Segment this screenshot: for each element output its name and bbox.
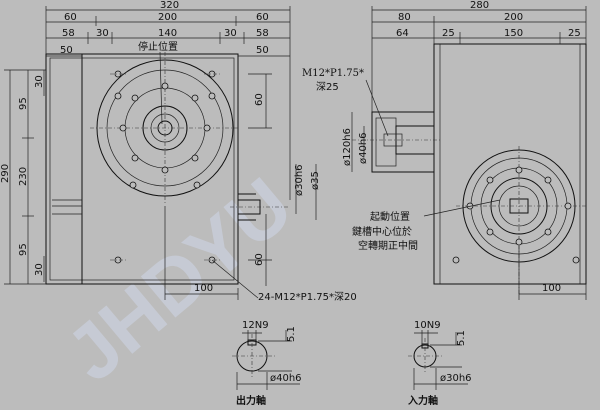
front-dim-290: 290	[0, 164, 11, 183]
side-dim-80: 80	[398, 12, 411, 23]
side-dim-150: 150	[504, 28, 523, 39]
front-dim-50a: 50	[60, 45, 73, 56]
front-view: 停止位置 320 60 200 60 58 30 140 30 58 50 50	[0, 0, 357, 303]
input-shaft-detail: 10N9 5.1 ø30h6 入力軸	[408, 320, 472, 407]
front-dim-95b: 95	[18, 243, 29, 256]
output-shaft-label: 出力軸	[236, 394, 266, 407]
side-thread-note-2: 深25	[316, 81, 339, 93]
front-dim-58b: 58	[256, 28, 269, 39]
front-dim-320: 320	[160, 0, 179, 11]
front-dim-30-bottom: 30	[34, 263, 45, 276]
front-dim-140: 140	[158, 28, 177, 39]
side-view: 280 80 200 64 25 150 25 M12*P1.75* 深25 ø…	[302, 0, 587, 300]
front-dim-58a: 58	[62, 28, 75, 39]
front-dim-60b: 60	[256, 12, 269, 23]
input-key-dim: 10N9	[414, 320, 441, 331]
side-dim-200: 200	[504, 12, 523, 23]
front-dim-30b: 30	[224, 28, 237, 39]
front-shaft-dim-30h6: ø30h6	[294, 164, 305, 196]
front-body-outline	[45, 53, 239, 285]
side-dim-280: 280	[470, 0, 489, 11]
side-start-note-3: 空轉期正中間	[358, 239, 418, 252]
output-key-dim: 12N9	[242, 320, 269, 331]
front-dim-50b: 50	[256, 45, 269, 56]
front-dim-30-top: 30	[34, 75, 45, 88]
front-dim-95a: 95	[18, 97, 29, 110]
front-shaft-dim-35: ø35	[310, 171, 321, 190]
side-dim-64: 64	[396, 28, 409, 39]
input-dia-dim: ø30h6	[440, 373, 472, 384]
side-start-note-1: 起動位置	[370, 210, 410, 223]
stop-position-label: 停止位置	[138, 40, 178, 53]
side-body-outline	[433, 43, 587, 285]
side-thread-note-1: M12*P1.75*	[302, 68, 364, 79]
front-dim-200: 200	[158, 12, 177, 23]
side-dim-25a: 25	[442, 28, 455, 39]
front-dim-60-lower: 60	[254, 253, 265, 266]
front-dim-230: 230	[18, 167, 29, 186]
front-bolt-note: 24-M12*P1.75*深20	[258, 291, 357, 303]
side-start-note-2: 鍵槽中心位於	[352, 225, 412, 238]
output-depth-dim: 5.1	[286, 326, 297, 342]
front-dim-60a: 60	[64, 12, 77, 23]
watermark: JHDYU	[49, 161, 308, 398]
front-dim-30a: 30	[96, 28, 109, 39]
watermark-text: JHDYU	[49, 161, 308, 398]
side-shaft-dim-120h6: ø120h6	[342, 128, 353, 166]
side-dim-25b: 25	[568, 28, 581, 39]
front-dim-60-upper: 60	[254, 93, 265, 106]
side-dim-100: 100	[542, 283, 561, 294]
input-depth-dim: 5.1	[456, 330, 467, 346]
input-shaft-label: 入力軸	[408, 394, 438, 407]
side-shaft-dim-40h6: ø40h6	[358, 132, 369, 164]
output-dia-dim: ø40h6	[270, 373, 302, 384]
front-dim-100: 100	[194, 283, 213, 294]
output-shaft-detail: 12N9 5.1 ø40h6 出力軸	[232, 320, 302, 407]
